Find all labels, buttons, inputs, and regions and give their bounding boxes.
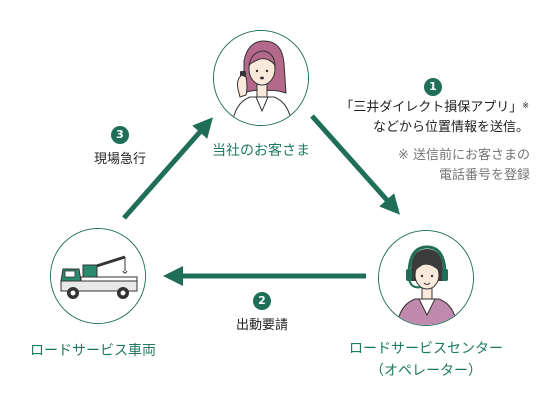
step-1-badge: 1 [424,78,442,96]
step-1-line2: などから位置情報を送信。 [372,120,529,135]
customer-label: 当社のお客さま [212,143,310,159]
operator-avatar [378,230,474,326]
arrow-customer-to-center [310,114,400,215]
step-2-text: 出動要請 [235,318,288,333]
customer-avatar [213,30,309,126]
step-2-badge: 2 [253,292,271,310]
center-label-line1: ロードサービスセンター [349,341,503,357]
step-1-line1: 「三井ダイレクト損保アプリ」 [340,100,523,115]
step-3-text: 現場急行 [93,152,146,167]
step-3-badge: 3 [111,126,129,144]
step-1-text: 「三井ダイレクト損保アプリ」※ などから位置情報を送信。 [339,98,529,138]
note-line1: ※ 送信前にお客さまの [397,148,530,163]
vehicle-label: ロードサービス車両 [30,343,156,359]
arrow-vehicle-to-customer [122,117,213,220]
center-label-line2: （オペレーター） [370,363,482,379]
center-label: ロードサービスセンター （オペレーター） [340,338,512,382]
vehicle-avatar [50,228,146,324]
step-1-asterisk: ※ [522,101,529,110]
note-text: ※ 送信前にお客さまの 電話番号を登録 [360,146,530,186]
note-line2: 電話番号を登録 [438,168,530,183]
